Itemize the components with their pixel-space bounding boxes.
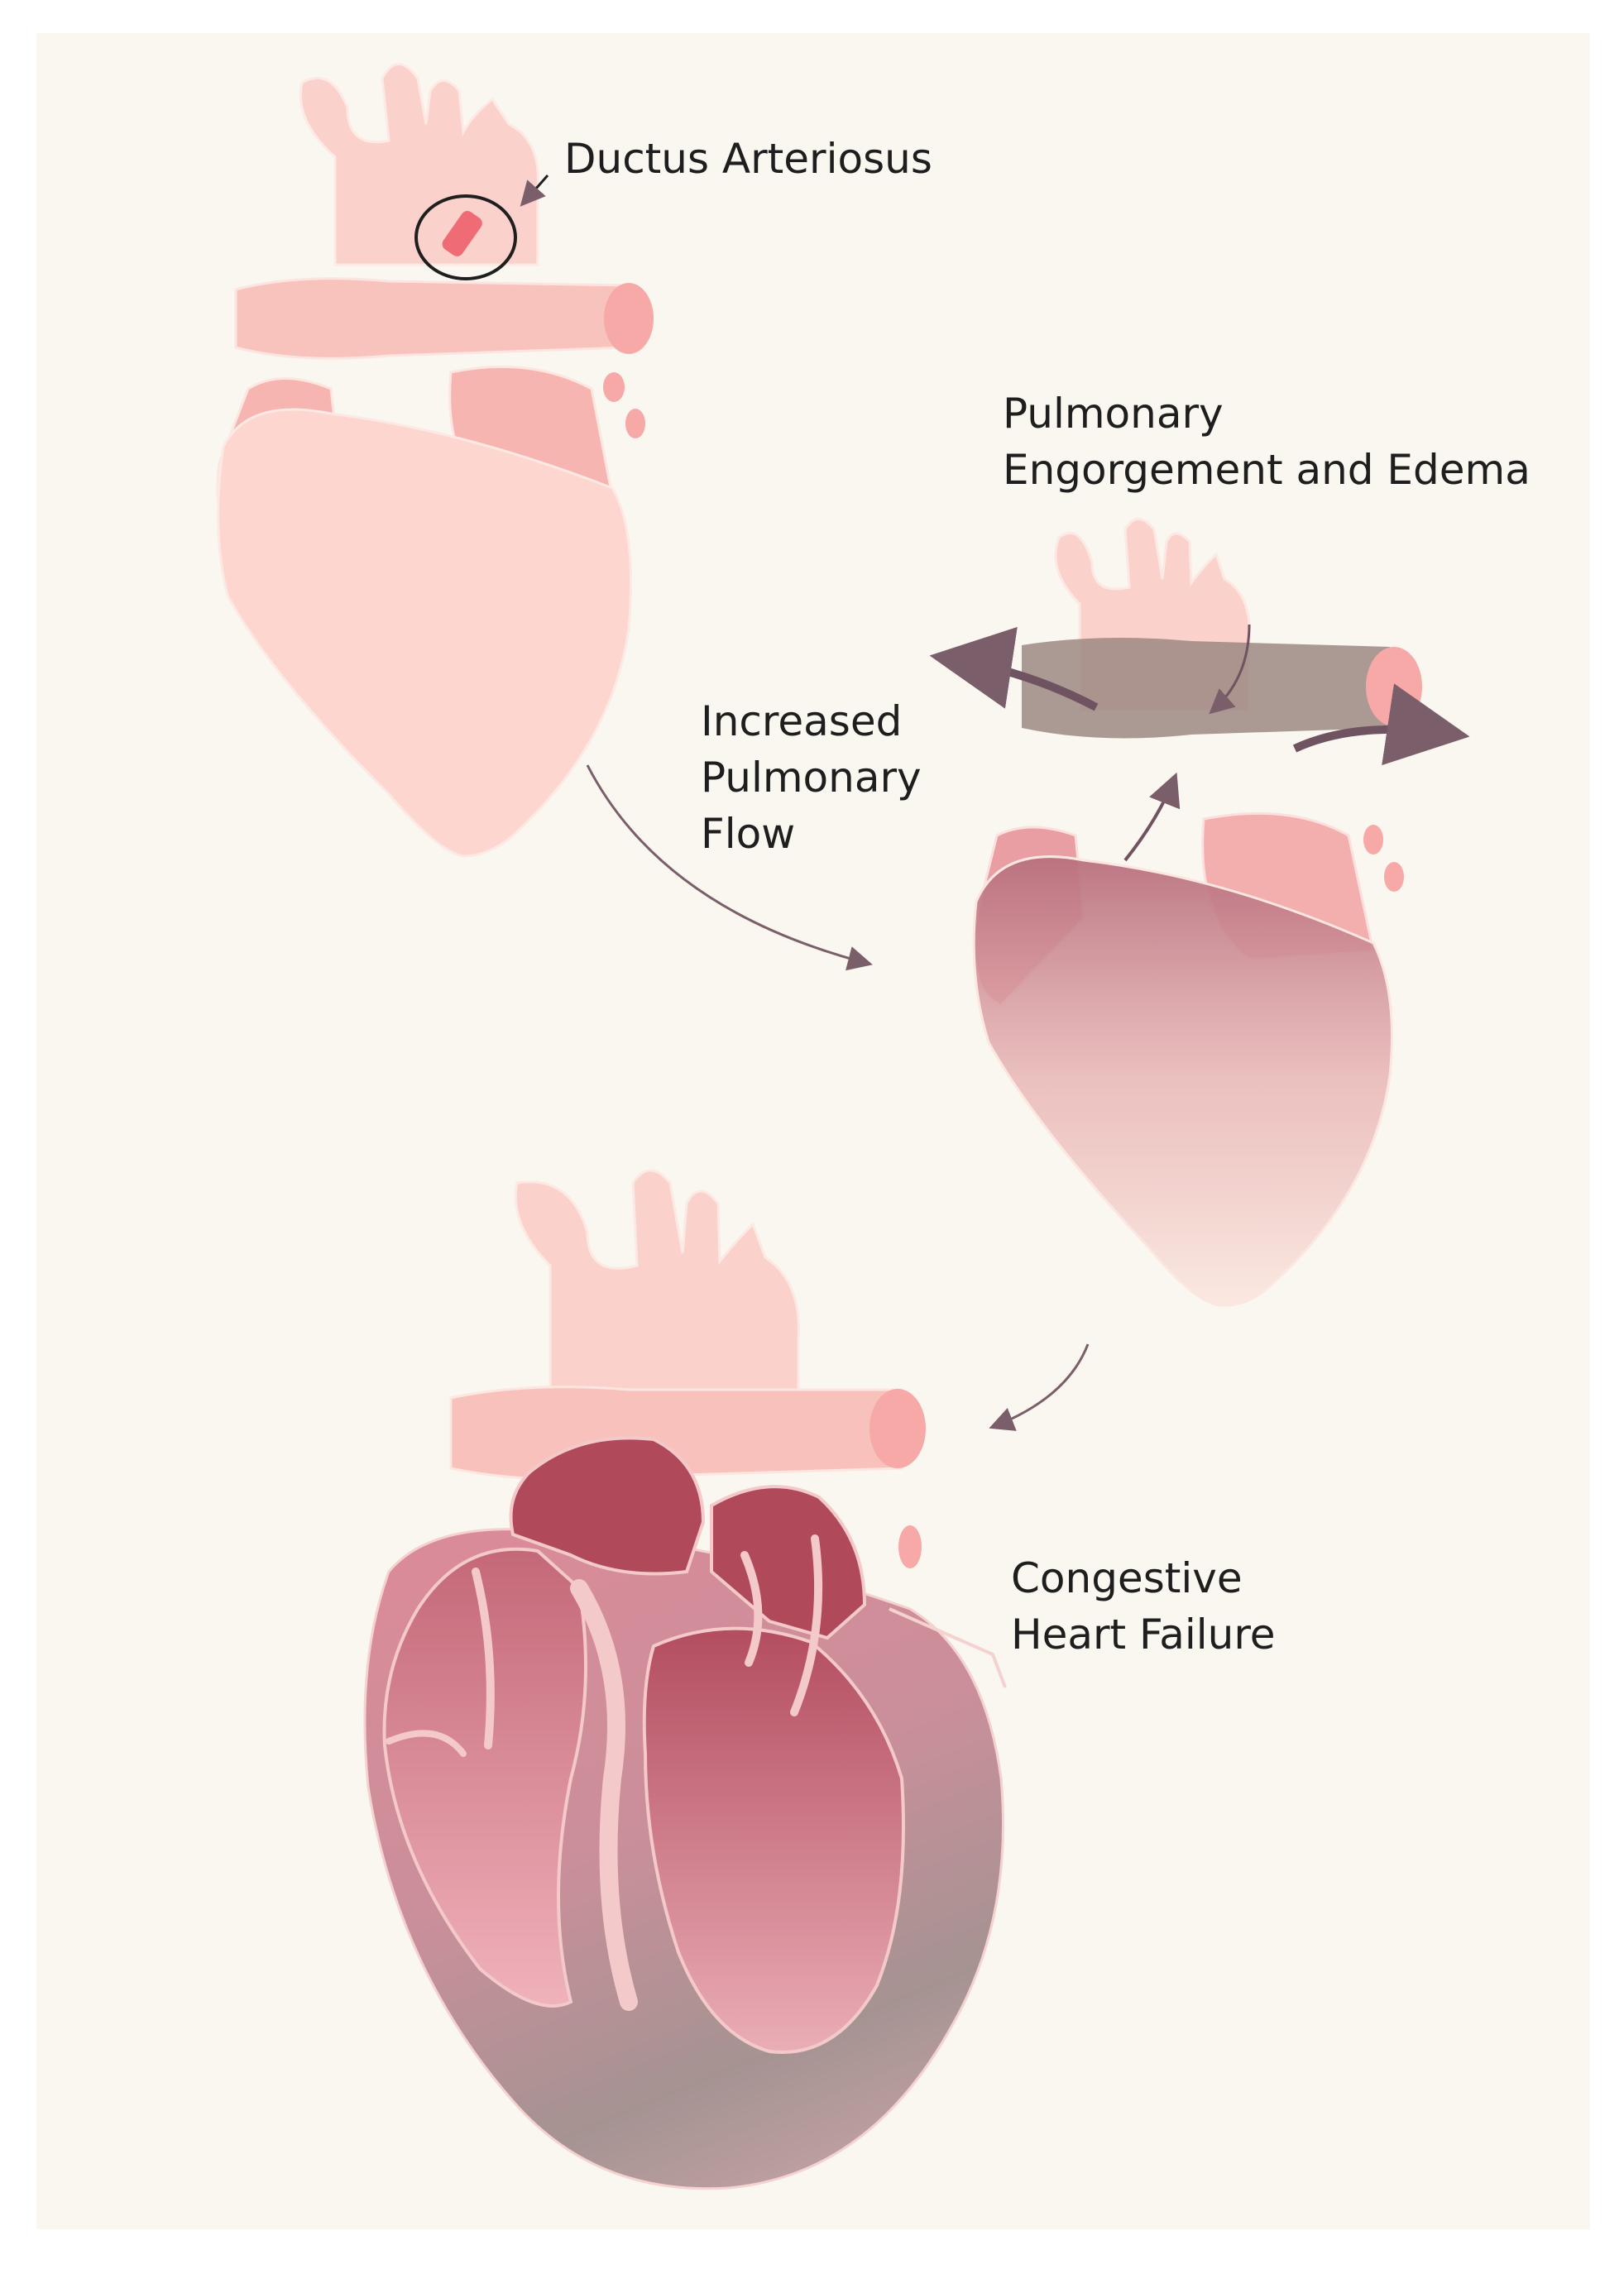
heart-failure-trabecula-1 <box>472 1568 495 1750</box>
label-increased-flow-line-3: Flow <box>701 810 796 858</box>
heart-normal <box>216 63 654 858</box>
heart-failure-vein <box>898 1525 922 1568</box>
heart-normal-pulmonary-end <box>604 283 654 354</box>
heart-failure-trabecula-2 <box>386 1730 467 1757</box>
progression-arrow-1 <box>586 764 873 971</box>
label-chf-line-2: Heart Failure <box>1011 1611 1276 1659</box>
heart-failure <box>363 1169 1007 2190</box>
label-congestive-heart-failure: Congestive Heart Failure <box>1011 1550 1276 1663</box>
ductus-pointer-arrow <box>520 175 549 207</box>
heart-engorged-pulmonary-trunk <box>1022 638 1390 739</box>
heart-failure-trabecula-3 <box>740 1551 763 1667</box>
ductus-circle-marker <box>414 194 517 280</box>
heart-failure-pulmonary-end <box>869 1389 926 1468</box>
heart-engorged <box>929 518 1470 1307</box>
heart-failure-left-ventricle <box>642 1626 905 2054</box>
progression-arrow-2 <box>989 1343 1090 1431</box>
flow-arrow-up <box>1123 772 1181 862</box>
heart-normal-vein-2 <box>625 409 645 438</box>
heart-normal-vein-1 <box>603 372 625 402</box>
label-ductus-text: Ductus Arteriosus <box>564 135 932 183</box>
label-ductus-arteriosus: Ductus Arteriosus <box>564 131 932 187</box>
heart-failure-right-atrium <box>509 1436 706 1576</box>
heart-normal-vessels <box>299 63 540 266</box>
heart-engorged-pulmonary-end <box>1366 647 1422 726</box>
heart-normal-pulmonary-trunk <box>234 277 630 360</box>
label-pulmonary-engorgement: Pulmonary Engorgement and Edema <box>1003 385 1531 498</box>
label-increased-flow-line-2: Pulmonary <box>701 754 922 802</box>
heart-failure-left-atrium <box>710 1485 867 1640</box>
label-pulmonary-engorgement-line-2: Engorgement and Edema <box>1003 446 1531 494</box>
label-increased-pulmonary-flow: Increased Pulmonary Flow <box>701 693 922 862</box>
label-increased-flow-line-1: Increased <box>701 697 903 745</box>
heart-normal-ventricles <box>217 408 632 858</box>
label-chf-line-1: Congestive <box>1011 1554 1243 1602</box>
heart-failure-trabecula-4 <box>790 1534 823 1716</box>
label-pulmonary-engorgement-line-1: Pulmonary <box>1003 390 1224 438</box>
edema-arrow-left <box>929 626 1099 711</box>
engorgement-pointer-arrow <box>1209 624 1251 715</box>
heart-failure-septum <box>570 1579 638 2011</box>
heart-failure-right-wall <box>889 1607 1007 1688</box>
heart-engorged-vein-1 <box>1363 825 1383 854</box>
ductus-arteriosus-vessel <box>442 210 482 256</box>
heart-engorged-ventricles <box>972 855 1393 1307</box>
edema-arrow-right <box>1292 683 1470 766</box>
heart-engorged-vein-2 <box>1384 862 1404 892</box>
